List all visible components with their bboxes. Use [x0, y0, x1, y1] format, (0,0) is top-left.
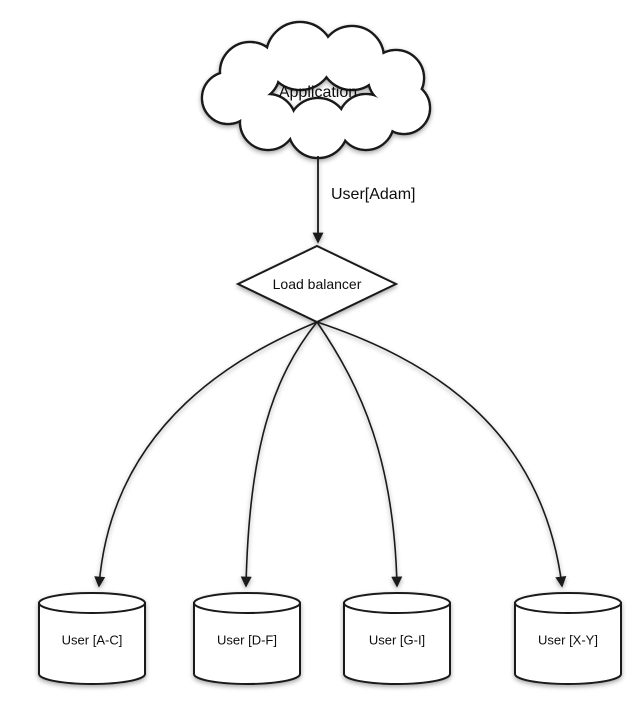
shard-1-label: User [A-C]	[61, 632, 123, 648]
shard-3-label: User [G-I]	[368, 632, 426, 648]
edge-to-shard-3	[316, 321, 403, 588]
database-cylinder-4	[514, 592, 622, 685]
database-cylinder-2	[193, 592, 301, 685]
shard-4-label: User [X-Y]	[538, 632, 598, 648]
database-cylinder-3	[343, 592, 451, 685]
edges-balancer-to-shards	[94, 321, 567, 588]
edge-to-shard-2	[240, 321, 318, 588]
cloud-shape	[200, 20, 432, 160]
edge-to-shard-1	[94, 321, 318, 588]
shard-2-label: User [D-F]	[217, 632, 277, 648]
load-balancer-label: Load balancer	[272, 276, 362, 292]
database-cylinder-1	[38, 592, 146, 685]
application-label: Application	[278, 84, 358, 101]
edge-to-shard-4	[316, 321, 567, 588]
request-edge-label: User[Adam]	[331, 186, 416, 203]
